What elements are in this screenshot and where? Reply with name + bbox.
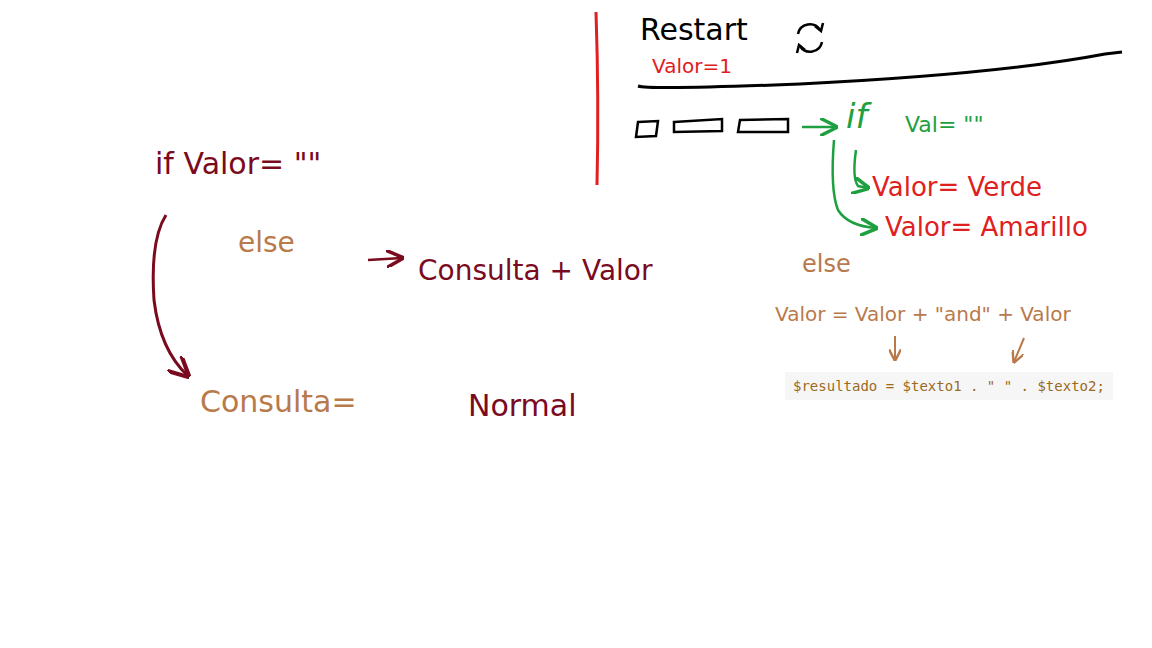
flow-arrow — [153, 215, 188, 376]
condition: if Valor= "" — [155, 146, 321, 182]
pointer-arrow — [1014, 338, 1024, 362]
branch-arrow — [854, 150, 868, 188]
input-boxes — [636, 119, 788, 137]
condition: if — [846, 96, 867, 137]
condition: Val= "" — [905, 112, 984, 138]
keyword: else — [238, 226, 295, 260]
divider-line — [596, 12, 598, 185]
assignment: Consulta + Valor — [418, 254, 653, 288]
code-text: $resultado = $texto1 . " " . $texto2; — [793, 378, 1105, 394]
pointer-arrow — [894, 336, 896, 360]
assignment: Valor = Valor + "and" + Valor — [775, 302, 1071, 326]
heading: Restart — [640, 12, 748, 48]
value: Normal — [468, 388, 577, 424]
flow-arrow — [368, 258, 402, 260]
branch-arrow — [833, 140, 876, 228]
keyword: else — [802, 250, 851, 279]
flow-arrow — [802, 126, 836, 129]
note: Valor=1 — [652, 54, 732, 78]
code-snippet: $resultado = $texto1 . " " . $texto2; — [785, 372, 1113, 400]
assignment: Valor= Amarillo — [885, 212, 1088, 243]
assignment: Consulta= — [200, 384, 357, 420]
underline — [638, 52, 1122, 88]
refresh-icon — [797, 23, 823, 53]
assignment: Valor= Verde — [872, 172, 1042, 203]
